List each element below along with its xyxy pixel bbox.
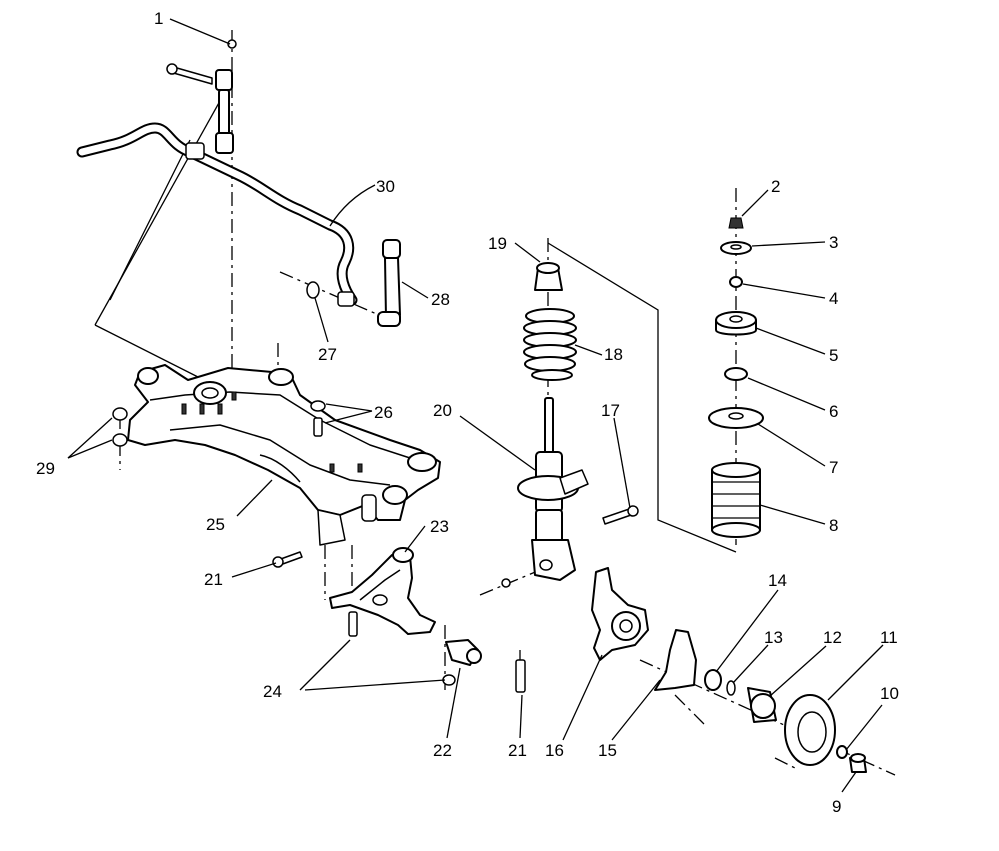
label-8: 8 xyxy=(829,516,838,535)
label-17: 17 xyxy=(601,401,620,420)
label-16: 16 xyxy=(545,741,564,760)
label-1: 1 xyxy=(154,9,163,28)
stabilizer-bar xyxy=(76,122,358,307)
label-10: 10 xyxy=(880,684,899,703)
stabilizer-link-left xyxy=(166,39,237,154)
label-19: 19 xyxy=(488,234,507,253)
label-18: 18 xyxy=(604,345,623,364)
label-30: 30 xyxy=(376,177,395,196)
bump-stop xyxy=(534,262,563,291)
stabilizer-link-right xyxy=(306,239,401,327)
label-21b: 21 xyxy=(508,741,527,760)
label-27: 27 xyxy=(318,345,337,364)
ball-joint xyxy=(442,639,482,686)
label-7: 7 xyxy=(829,458,838,477)
label-20: 20 xyxy=(433,401,452,420)
label-15: 15 xyxy=(598,741,617,760)
part-labels: 1 2 3 4 5 6 7 8 9 10 11 12 13 14 15 16 1… xyxy=(36,9,899,816)
lower-control-arm xyxy=(329,547,436,635)
label-2: 2 xyxy=(771,177,780,196)
label-22: 22 xyxy=(433,741,452,760)
label-9: 9 xyxy=(832,797,841,816)
label-23: 23 xyxy=(430,517,449,536)
mount-hardware xyxy=(112,400,326,447)
bolts xyxy=(272,505,639,693)
label-28: 28 xyxy=(431,290,450,309)
label-11: 11 xyxy=(880,628,898,647)
label-26: 26 xyxy=(374,403,393,422)
front-subframe xyxy=(127,364,441,546)
splash-shield xyxy=(654,629,706,726)
label-14: 14 xyxy=(768,571,787,590)
label-21a: 21 xyxy=(204,570,223,589)
coil-spring xyxy=(523,308,577,381)
label-5: 5 xyxy=(829,346,838,365)
label-13: 13 xyxy=(764,628,783,647)
label-29: 29 xyxy=(36,459,55,478)
steering-knuckle xyxy=(591,567,649,661)
label-4: 4 xyxy=(829,289,838,308)
label-25: 25 xyxy=(206,515,225,534)
label-12: 12 xyxy=(823,628,842,647)
wheel-bearing-hub-rotor xyxy=(704,669,867,773)
label-6: 6 xyxy=(829,402,838,421)
label-leaders xyxy=(67,18,884,793)
label-24: 24 xyxy=(263,682,282,701)
strut-assembly xyxy=(517,397,589,581)
label-3: 3 xyxy=(829,233,838,252)
strut-mount-stack xyxy=(708,217,764,538)
